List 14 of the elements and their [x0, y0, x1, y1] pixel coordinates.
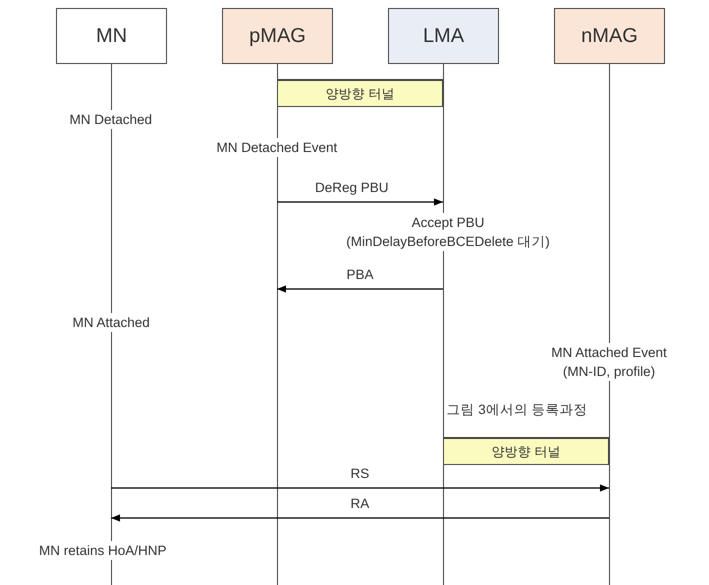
- message-arrow: [277, 285, 443, 293]
- message-arrow: [277, 198, 443, 206]
- participant-box: pMAG: [222, 8, 333, 64]
- participant-box: LMA: [388, 8, 499, 64]
- event-note: MN Detached Event: [214, 138, 340, 157]
- message-arrow: [111, 484, 609, 492]
- message-arrow: [111, 514, 609, 522]
- tunnel-bar: 양방향 터널: [277, 79, 443, 107]
- tunnel-bar: 양방향 터널: [443, 437, 609, 465]
- participant-box: nMAG: [554, 8, 665, 64]
- participant-box: MN: [56, 8, 167, 64]
- event-note: MN Detached: [68, 110, 154, 129]
- event-note: MN Attached: [70, 313, 152, 332]
- event-note: MN retains HoA/HNP: [37, 541, 169, 560]
